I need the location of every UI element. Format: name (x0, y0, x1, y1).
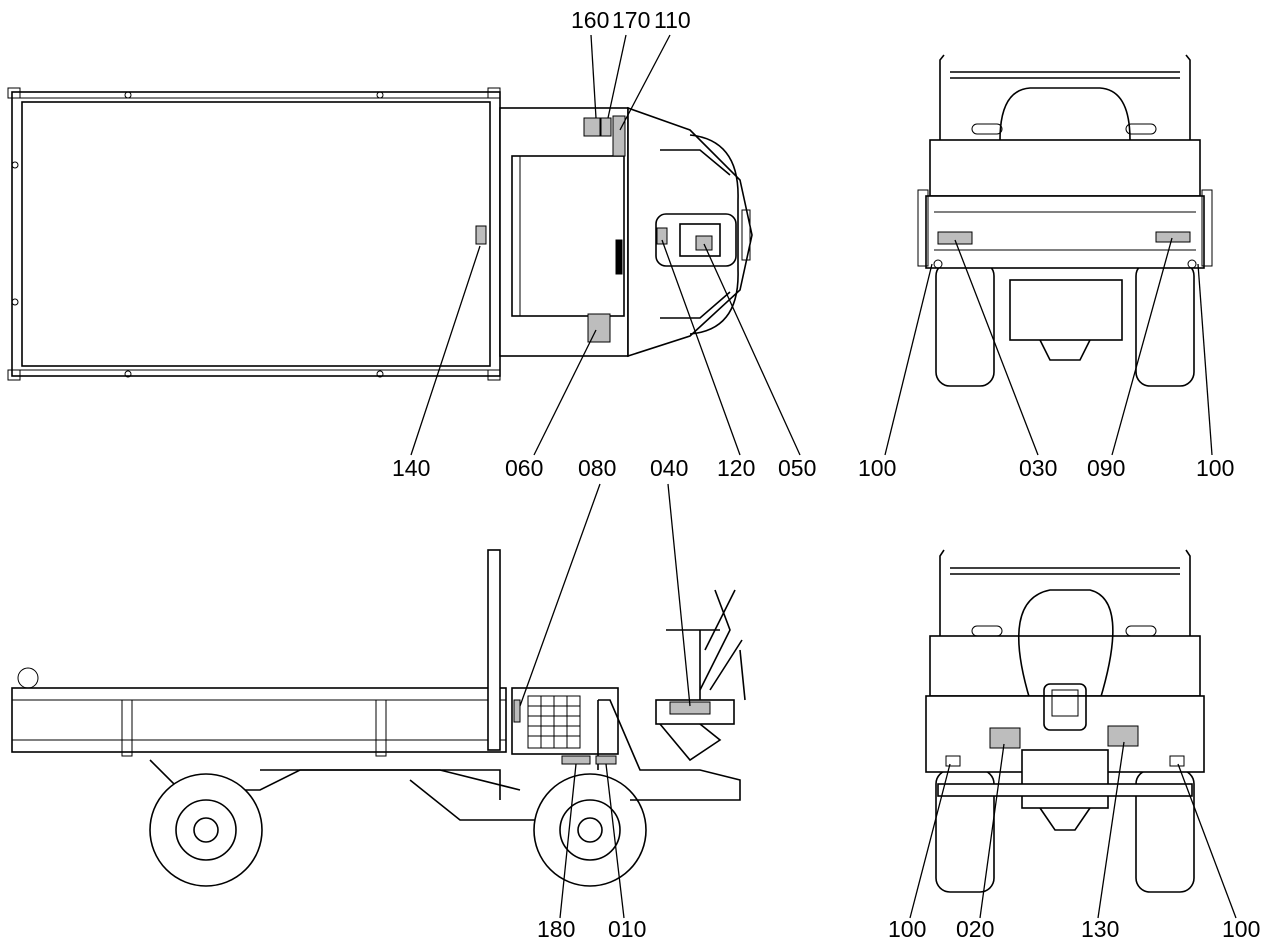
callout-130: 130 (1081, 916, 1119, 940)
label-patch-120 (656, 227, 668, 245)
callout-110: 110 (654, 7, 691, 33)
callout-060: 060 (505, 455, 543, 481)
top-view-cargo-bed (11, 91, 501, 377)
label-patch-020 (989, 727, 1021, 749)
side-view-front-wheel (533, 773, 647, 887)
top-view-bed-floor (21, 101, 491, 367)
rear-view-bottom: 100 020 130 100 (888, 549, 1260, 940)
label-patch-090 (1155, 231, 1191, 243)
callout-100-d: 100 (1222, 916, 1260, 940)
top-view: 160 170 110 140 060 080 040 120 050 (7, 7, 816, 481)
side-view: 180 010 (11, 483, 746, 940)
rear-top-wheel-right (1135, 261, 1195, 387)
callout-100-c: 100 (888, 916, 926, 940)
label-patch-180 (561, 755, 591, 765)
label-patch-010 (595, 755, 617, 765)
label-patch-050 (695, 235, 713, 251)
callout-170: 170 (612, 7, 650, 33)
rear-view-top: 100 030 090 100 (858, 54, 1234, 481)
side-view-rear-wheel (149, 773, 263, 887)
callout-080: 080 (578, 455, 616, 481)
callout-160: 160 (571, 7, 609, 33)
callout-010: 010 (608, 916, 646, 940)
callout-100-b: 100 (1196, 455, 1234, 481)
callout-120: 120 (717, 455, 755, 481)
callout-100-a: 100 (858, 455, 896, 481)
label-patch-170 (600, 117, 612, 137)
callout-020: 020 (956, 916, 994, 940)
callout-180: 180 (537, 916, 575, 940)
rear-top-wheel-left (935, 261, 995, 387)
callout-030: 030 (1019, 455, 1057, 481)
label-patch-030 (937, 231, 973, 245)
label-patch-130 (1107, 725, 1139, 747)
side-view-cargo-bed (11, 687, 507, 753)
label-patch-160 (583, 117, 601, 137)
callout-140: 140 (392, 455, 430, 481)
callout-090: 090 (1087, 455, 1125, 481)
label-patch-080 (513, 699, 521, 723)
label-patch-140 (475, 225, 487, 245)
top-view-front-frame (627, 106, 753, 358)
callout-040: 040 (650, 455, 688, 481)
callout-050: 050 (778, 455, 816, 481)
label-patch-110 (612, 115, 626, 157)
side-view-engine (511, 687, 619, 755)
label-patch-060 (587, 313, 611, 343)
